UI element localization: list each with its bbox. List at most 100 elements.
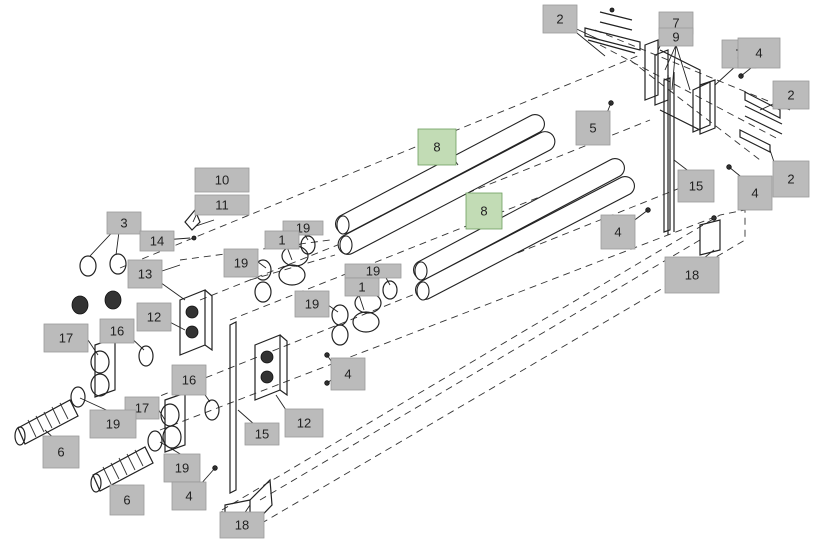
callout-2: 2 (772, 80, 810, 110)
callout-6: 6 (42, 435, 80, 469)
callout-number: 12 (147, 310, 161, 325)
callout-number: 2 (556, 12, 563, 27)
callout-number: 18 (235, 518, 249, 533)
callout-number: 4 (751, 186, 758, 201)
callout-number: 16 (182, 373, 196, 388)
callout-box (109, 484, 145, 516)
callout-4: 4 (737, 37, 781, 69)
callout-number: 9 (672, 30, 679, 45)
callout-17: 17 (43, 323, 89, 353)
callout-8: 8 (417, 128, 457, 166)
callout-box (194, 167, 250, 193)
callout-19: 19 (344, 264, 402, 279)
callout-1: 1 (264, 230, 300, 250)
callout-16: 16 (99, 318, 135, 344)
callout-number: 8 (433, 140, 440, 155)
callout-box (737, 175, 773, 211)
callout-box (294, 290, 330, 318)
callout-box (600, 214, 636, 250)
vertical-plate-left-part-15 (229, 321, 237, 494)
callout-number: 15 (255, 427, 269, 442)
callout-number: 4 (344, 367, 351, 382)
callout-19: 19 (163, 453, 201, 483)
callout-number: 19 (305, 297, 319, 312)
callout-box (106, 211, 142, 235)
callout-number: 1 (278, 233, 285, 248)
callout-number: 3 (120, 216, 127, 231)
callout-box (89, 409, 137, 439)
callout-box (139, 230, 175, 252)
callout-number: 7 (672, 16, 679, 31)
callout-2: 2 (772, 160, 810, 198)
corrugated-hoses-part-6 (14, 399, 154, 493)
callout-19: 19 (294, 290, 330, 318)
callout-box (465, 192, 503, 230)
callout-number: 17 (59, 331, 73, 346)
callout-box (344, 277, 380, 297)
callout-box (330, 357, 366, 391)
callout-number: 18 (685, 268, 699, 283)
callout-box (223, 248, 259, 278)
callout-number: 2 (787, 88, 794, 103)
callout-number: 12 (297, 416, 311, 431)
callout-18: 18 (219, 511, 265, 539)
callout-number: 15 (689, 179, 703, 194)
callout-box (658, 27, 694, 47)
assembly-guide-lines (119, 29, 791, 431)
manifold-blocks-part-12 (179, 289, 288, 401)
callout-13: 13 (127, 259, 163, 289)
callout-15: 15 (677, 169, 715, 203)
vertical-bar-right-part-15 (663, 77, 671, 233)
callout-number: 6 (57, 445, 64, 460)
callout-5: 5 (575, 110, 611, 146)
callout-box (575, 110, 611, 146)
callout-box (284, 408, 324, 438)
callout-number: 4 (755, 46, 762, 61)
callout-9: 9 (658, 27, 694, 47)
callout-box (171, 364, 207, 396)
callout-box (737, 37, 781, 69)
callout-box (127, 259, 163, 289)
callout-number: 1 (358, 280, 365, 295)
callout-number: 13 (138, 267, 152, 282)
callout-box (194, 194, 250, 216)
callout-1: 1 (344, 277, 380, 297)
callout-12: 12 (284, 408, 324, 438)
callout-4: 4 (737, 175, 773, 211)
callout-11: 11 (194, 194, 250, 216)
callout-box (244, 422, 280, 446)
callout-box (542, 4, 578, 34)
callout-4: 4 (600, 214, 636, 250)
callout-number: 14 (150, 234, 164, 249)
callout-number: 5 (589, 121, 596, 136)
callout-box (664, 256, 720, 294)
callout-box (171, 481, 207, 511)
callout-number: 17 (135, 401, 149, 416)
callout-16: 16 (171, 364, 207, 396)
callout-number: 19 (234, 256, 248, 271)
callout-18: 18 (664, 256, 720, 294)
callout-4: 4 (171, 481, 207, 511)
long-tubes-part-8 (335, 114, 635, 301)
callout-number: 6 (123, 493, 130, 508)
callout-number: 19 (175, 461, 189, 476)
callout-number: 4 (185, 489, 192, 504)
callout-number: 4 (614, 225, 621, 240)
callout-box (264, 230, 300, 250)
callout-box (136, 302, 172, 332)
callout-box (219, 511, 265, 539)
callout-14: 14 (139, 230, 175, 252)
callout-number: 11 (215, 198, 229, 213)
callout-box (99, 318, 135, 344)
callout-box (677, 169, 715, 203)
callout-8: 8 (465, 192, 503, 230)
callout-12: 12 (136, 302, 172, 332)
callout-10: 10 (194, 167, 250, 193)
callout-6: 6 (109, 484, 145, 516)
callout-box (42, 435, 80, 469)
caps-part-3-and-plugs-part-13 (71, 208, 201, 315)
callout-box (772, 160, 810, 198)
callout-number: 8 (480, 204, 487, 219)
callout-19: 19 (223, 248, 259, 278)
